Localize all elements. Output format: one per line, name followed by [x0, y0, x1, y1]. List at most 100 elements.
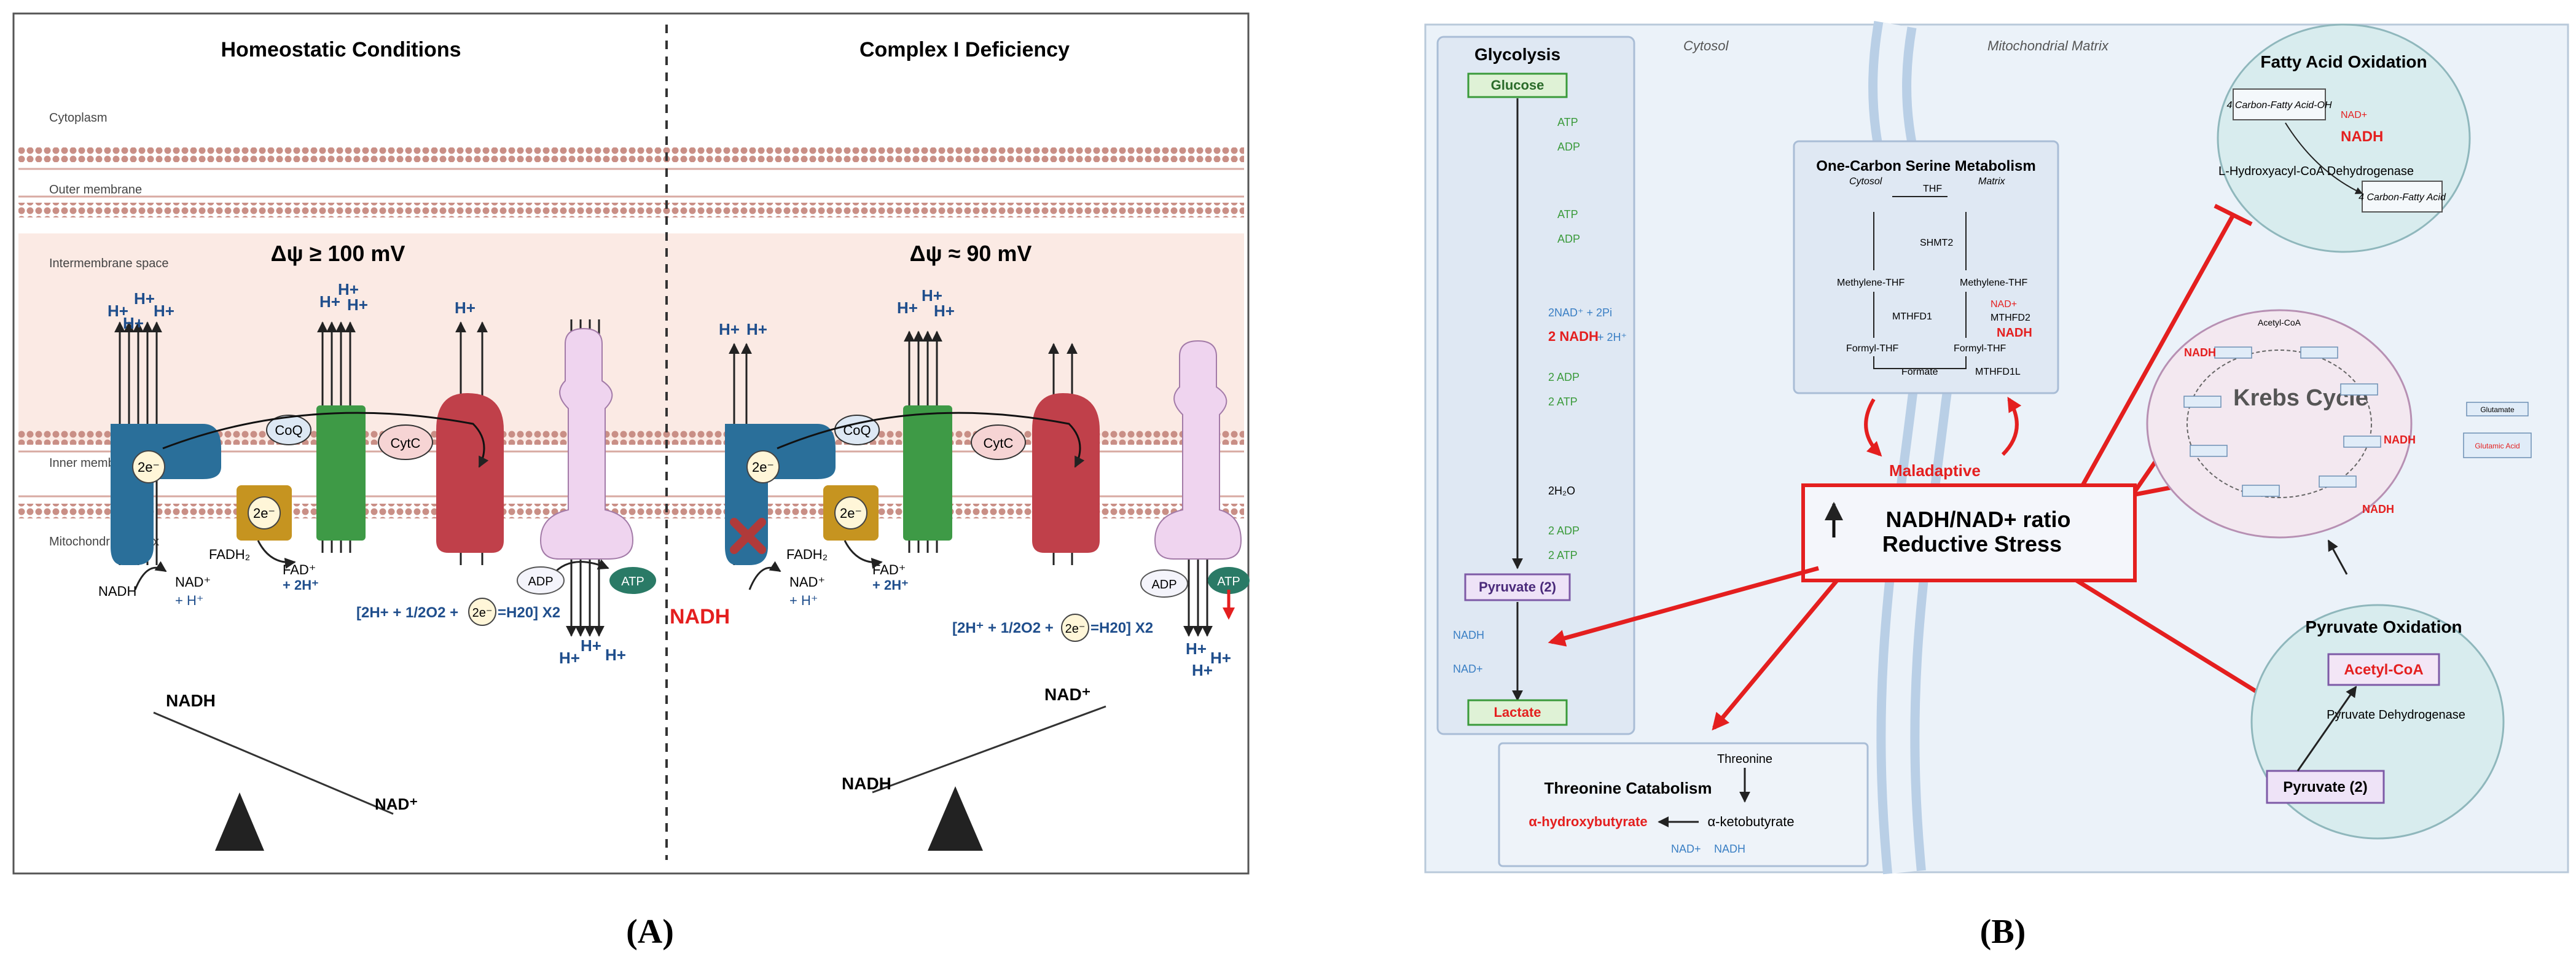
inhibit-pyruvate-oxidation [2075, 579, 2287, 711]
coq [266, 415, 311, 445]
svg-text:Acetyl-CoA: Acetyl-CoA [2258, 318, 2301, 327]
svg-text:ATP: ATP [1557, 208, 1578, 221]
svg-text:Formyl-THF: Formyl-THF [1954, 343, 2006, 354]
svg-text:Threonine: Threonine [1717, 752, 1772, 766]
svg-text:+ H⁺: + H⁺ [789, 593, 818, 608]
svg-text:NAD+: NAD+ [2341, 110, 2367, 120]
svg-text:H+: H+ [719, 320, 740, 338]
svg-text:NADH: NADH [166, 691, 216, 710]
adp-badge [517, 566, 565, 595]
svg-text:[2H⁺ + 1/2O2 +: [2H⁺ + 1/2O2 + [952, 620, 1054, 636]
svg-text:=H20] X2: =H20] X2 [498, 604, 560, 621]
svg-text:NADH: NADH [1714, 843, 1745, 855]
svg-text:4 Carbon-Fatty Acid-OH: 4 Carbon-Fatty Acid-OH [2226, 100, 2331, 111]
etc-homeostatic: 2e⁻ H+ H+ H+ H+ NADH NAD⁺ + H⁺ 2e⁻ FADH₂… [98, 280, 656, 851]
svg-text:2 NADH: 2 NADH [1548, 329, 1599, 344]
title-homeostatic: Homeostatic Conditions [221, 38, 461, 61]
svg-text:FAD⁺: FAD⁺ [872, 562, 906, 577]
svg-text:H+: H+ [134, 289, 155, 308]
svg-text:2 ATP: 2 ATP [1548, 549, 1578, 561]
electron-pair-2 [248, 496, 281, 529]
panel-a: Homeostatic Conditions Complex I Deficie… [12, 12, 1250, 951]
svg-text:+ H⁺: + H⁺ [175, 593, 203, 608]
svg-text:ADP: ADP [1151, 578, 1176, 592]
svg-text:H+: H+ [319, 292, 340, 311]
svg-text:NADH: NADH [2184, 346, 2216, 359]
svg-text:Lactate: Lactate [1494, 705, 1541, 720]
svg-text:NAD⁺: NAD⁺ [375, 795, 418, 813]
svg-text:NAD⁺: NAD⁺ [789, 574, 825, 590]
one-carbon-panel: One-Carbon Serine Metabolism Cytosol Mat… [1793, 140, 2059, 394]
svg-text:H+: H+ [455, 299, 476, 317]
svg-text:H+: H+ [1210, 649, 1231, 667]
svg-text:FADH₂: FADH₂ [786, 547, 828, 562]
fatty-acid-oxidation: Fatty Acid Oxidation 4 Carbon-Fatty Acid… [2217, 23, 2471, 253]
maladaptive-arrow-out [2001, 396, 2022, 456]
svg-text:H+: H+ [347, 295, 368, 314]
outer-membrane-bottom-leaflet [18, 203, 1244, 217]
title-complex-i-deficiency: Complex I Deficiency [859, 38, 1070, 61]
svg-text:NADH: NADH [1453, 629, 1484, 641]
svg-text:+ 2H⁺: + 2H⁺ [283, 577, 319, 593]
svg-text:H+: H+ [338, 280, 359, 299]
svg-text:Reductive Stress: Reductive Stress [1882, 531, 2062, 557]
svg-text:H+: H+ [746, 320, 767, 338]
svg-text:Methylene-THF: Methylene-THF [1837, 278, 1905, 288]
svg-text:H+: H+ [897, 299, 918, 317]
svg-text:ATP: ATP [621, 575, 644, 588]
svg-text:H+: H+ [123, 314, 144, 332]
svg-text:ADP: ADP [1557, 141, 1580, 153]
panel-b: Cytosol Mitochondrial Matrix Glycolysis … [1424, 21, 2569, 951]
svg-text:Methylene-THF: Methylene-THF [1960, 278, 2027, 288]
label-outer-membrane: Outer membrane [49, 183, 142, 197]
outer-membrane-top-leaflet [18, 147, 1244, 162]
svg-text:ATP: ATP [1557, 116, 1578, 128]
svg-text:Glutamate: Glutamate [2480, 405, 2515, 414]
svg-text:NAD+: NAD+ [1671, 843, 1701, 855]
svg-text:2e⁻: 2e⁻ [1065, 622, 1086, 636]
complex-i-block-x [730, 518, 766, 554]
svg-text:NADH: NADH [2341, 128, 2383, 145]
label-cytosol: Cytosol [1683, 38, 1729, 53]
maladaptive-label: Maladaptive [1889, 461, 1981, 480]
complex-iv [436, 393, 504, 553]
maladaptive-arrow-in [1864, 398, 1882, 457]
svg-text:H+: H+ [605, 646, 626, 664]
reductive-stress-box: NADH/NAD+ ratio Reductive Stress [1801, 483, 2137, 582]
svg-text:Pyruvate (2): Pyruvate (2) [2283, 779, 2367, 795]
glycolysis-panel: Glycolysis Glucose ATP ADP ATP ADP 2NAD⁺… [1436, 36, 1635, 735]
svg-text:+ 2H⁺: + 2H⁺ [872, 577, 909, 593]
svg-text:Acetyl-CoA: Acetyl-CoA [2344, 662, 2423, 678]
svg-text:ADP: ADP [1557, 233, 1580, 245]
seesaw-beam-right [872, 705, 1106, 794]
nadh-accumulation: NADH [670, 605, 730, 628]
svg-text:ADP: ADP [528, 575, 553, 588]
label-intermembrane-space: Intermembrane space [49, 257, 169, 270]
svg-text:ATP: ATP [1217, 575, 1240, 588]
svg-text:2e⁻: 2e⁻ [472, 606, 493, 620]
panel-label-b: (B) [1980, 913, 2026, 951]
complex-iii [316, 405, 366, 541]
etc-deficiency: 2e⁻ H+ H+ NADH NAD⁺ + H⁺ 2e⁻ FADH₂ FAD⁺ … [670, 286, 1250, 851]
svg-text:NADH: NADH [842, 774, 891, 793]
svg-text:α-ketobutyrate: α-ketobutyrate [1707, 814, 1794, 829]
svg-text:2H₂O: 2H₂O [1548, 485, 1575, 497]
svg-text:+ 2H⁺: + 2H⁺ [1597, 331, 1627, 343]
svg-text:2e⁻: 2e⁻ [253, 506, 275, 521]
panel-label-a: (A) [626, 913, 674, 951]
cytc [378, 424, 433, 460]
svg-text:2 ADP: 2 ADP [1548, 525, 1580, 537]
svg-text:Matrix: Matrix [1978, 176, 2006, 187]
svg-text:=H20] X2: =H20] X2 [1090, 620, 1153, 636]
svg-text:H+: H+ [581, 636, 601, 655]
svg-text:α-hydroxybutyrate: α-hydroxybutyrate [1529, 814, 1647, 829]
svg-text:NADH: NADH [98, 584, 136, 599]
svg-text:FAD⁺: FAD⁺ [283, 562, 316, 577]
krebs-cycle: Acetyl-CoA Krebs Cycle NADH NADH NADH Gl… [2146, 309, 2532, 539]
svg-text:Glucose: Glucose [1491, 77, 1544, 93]
svg-text:H+: H+ [1192, 661, 1213, 679]
svg-text:Glutamic Acid: Glutamic Acid [2475, 442, 2519, 450]
pyruvate-oxidation: Pyruvate Oxidation Acetyl-CoA Pyruvate D… [2250, 539, 2505, 840]
svg-text:NAD⁺: NAD⁺ [1044, 685, 1090, 704]
svg-text:THF: THF [1923, 184, 1942, 194]
